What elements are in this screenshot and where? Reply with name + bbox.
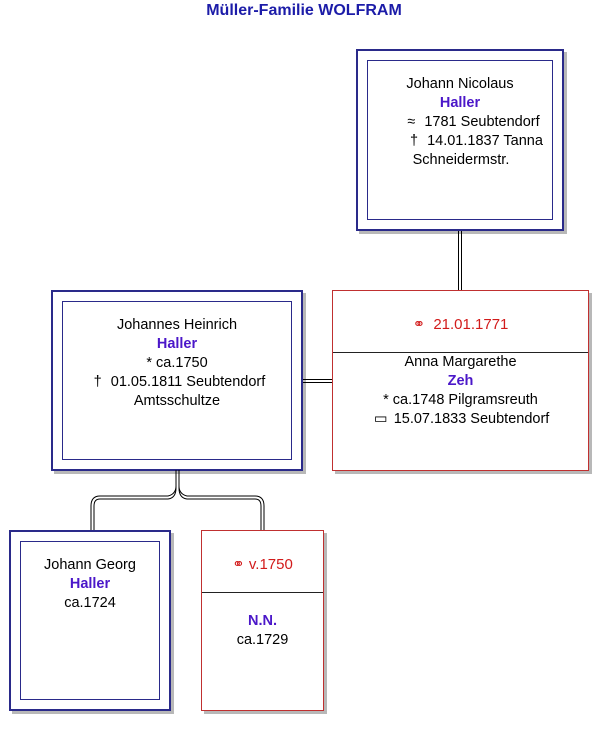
marriage-connector <box>303 379 333 380</box>
birth-line: * ca.1750 <box>146 355 208 371</box>
person-card-main[interactable]: Johannes Heinrich Haller * ca.1750 † 01.… <box>51 290 303 471</box>
marriage-line: ⚭ v.1750 <box>232 556 293 573</box>
given-name: Johannes Heinrich <box>116 317 238 333</box>
person-card-child-spouse[interactable]: ⚭ v.1750 N.N. ca.1729 <box>201 530 324 711</box>
person-card-spouse[interactable]: ⚭ 21.01.1771 Anna Margarethe Zeh * ca.17… <box>332 290 589 471</box>
divider <box>202 592 323 593</box>
burial-icon: ▭ <box>373 411 388 427</box>
divider <box>333 352 588 353</box>
person-card-child[interactable]: Johann Georg Haller ca.1724 <box>9 530 171 711</box>
death-line: † 14.01.1837 Tanna <box>358 132 562 151</box>
person-card-father[interactable]: Johann Nicolaus Haller ≈ 1781 Seubtendor… <box>356 49 564 231</box>
baptism-line: ≈ 1781 Seubtendorf <box>358 113 562 132</box>
baptism-icon: ≈ <box>407 114 416 130</box>
marriage-line: ⚭ 21.01.1771 <box>412 316 509 333</box>
surname: Haller <box>439 95 481 111</box>
occupation: Amtsschultze <box>133 393 221 409</box>
birth-line: ca.1729 <box>236 632 289 648</box>
connector-father <box>458 231 459 291</box>
rings-icon: ⚭ <box>412 316 426 333</box>
given-name: Johann Georg <box>44 557 136 573</box>
birth-line: ca.1724 <box>64 595 116 611</box>
occupation: Schneidermstr. <box>412 152 510 168</box>
rings-icon: ⚭ <box>232 556 245 573</box>
burial-line: ▭ 15.07.1833 Seubtendorf <box>333 410 588 429</box>
cross-icon: † <box>410 133 419 149</box>
children-connector <box>90 470 265 532</box>
given-name: Johann Nicolaus <box>406 76 514 92</box>
cross-icon: † <box>93 374 102 390</box>
connector-father <box>461 231 462 291</box>
birth-line: * ca.1748 Pilgramsreuth <box>383 392 538 408</box>
surname: Haller <box>69 576 111 592</box>
page-title: Müller-Familie WOLFRAM <box>206 2 402 19</box>
surname: Zeh <box>447 373 474 389</box>
death-line: † 01.05.1811 Seubtendorf <box>53 373 301 392</box>
marriage-connector <box>303 382 333 383</box>
given-name: Anna Margarethe <box>404 354 517 370</box>
surname: Haller <box>156 336 198 352</box>
name: N.N. <box>248 613 277 629</box>
